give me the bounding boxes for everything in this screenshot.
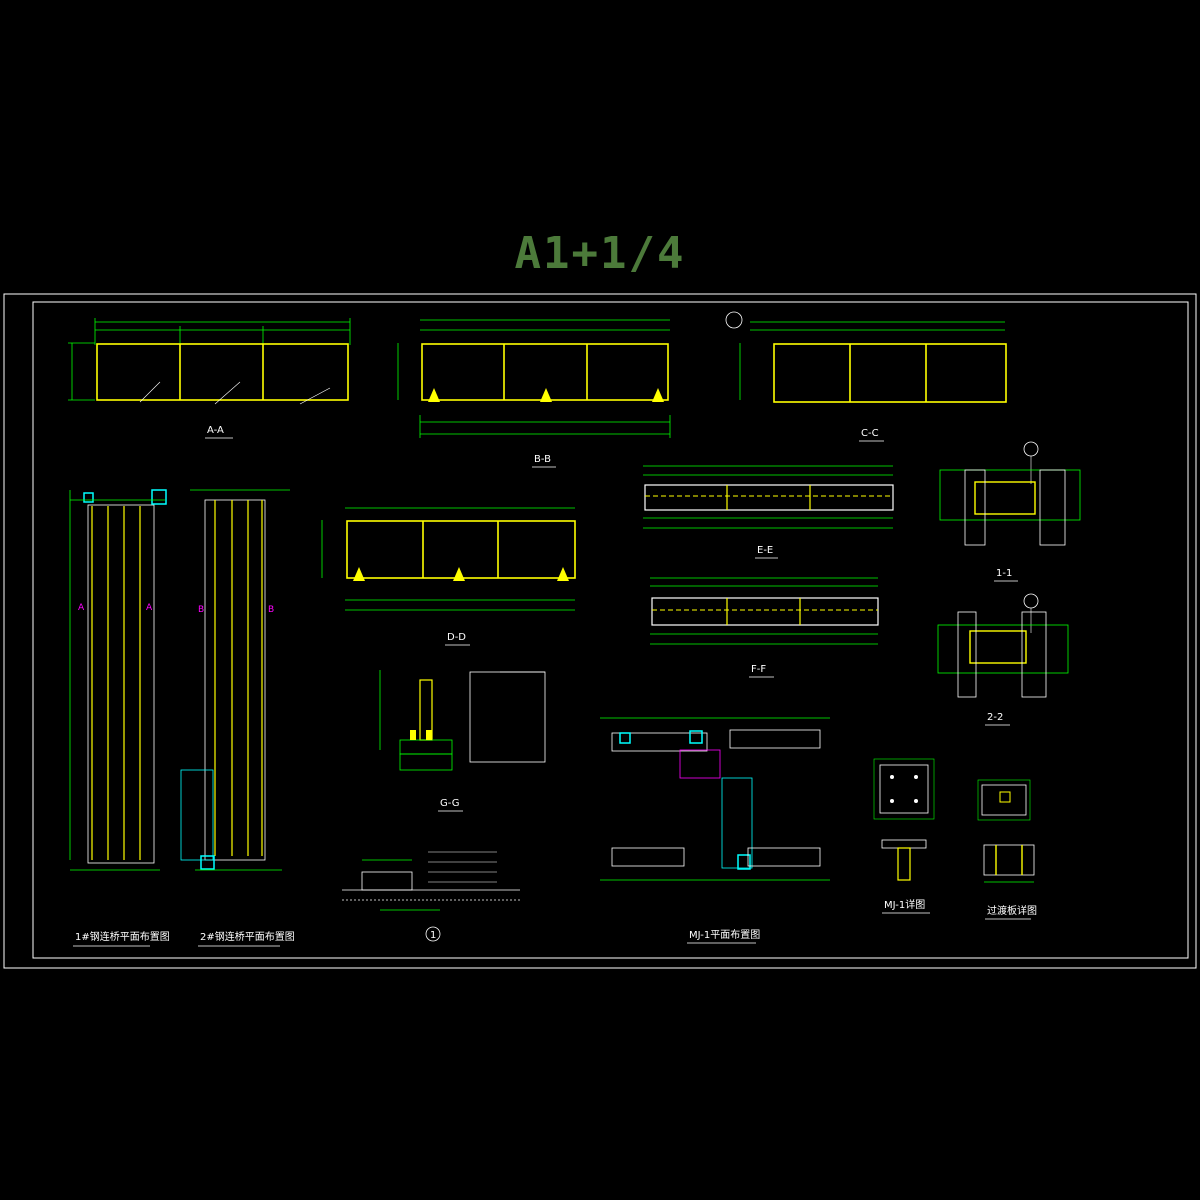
inner-border <box>32 301 1189 959</box>
view-ee-label: E-E <box>757 545 773 556</box>
view-dd-label: D-D <box>447 632 466 643</box>
plan-2: B B 2#钢连桥平面布置图 <box>180 489 295 947</box>
outer-border <box>3 293 1197 969</box>
view-ff: F-F <box>650 577 879 678</box>
mj1-detail: MJ-1详图 <box>873 758 935 914</box>
plan-1: A A 1#钢连桥平面布置图 <box>69 489 170 947</box>
detail-1-marker: 1 <box>430 930 436 941</box>
view-gg: G-G <box>379 670 546 812</box>
section-11: 1-1 <box>939 441 1081 582</box>
view-cc-label: C-C <box>861 428 879 439</box>
view-ee: E-E <box>643 465 894 559</box>
plan-2-label: 2#钢连桥平面布置图 <box>200 930 295 943</box>
view-cc: C-C <box>725 311 1007 442</box>
svg-text:A: A <box>146 603 153 613</box>
section-11-label: 1-1 <box>996 568 1012 579</box>
svg-text:B: B <box>198 605 204 615</box>
view-bb-label: B-B <box>534 454 551 465</box>
view-dd: D-D <box>321 507 576 646</box>
mj1-plan-label: MJ-1平面布置图 <box>689 929 760 941</box>
transition-detail-label: 过渡板详图 <box>987 904 1037 917</box>
mj1-detail-label: MJ-1详图 <box>884 898 925 911</box>
detail-1: 1 <box>342 851 520 942</box>
view-aa: A-A <box>68 318 351 439</box>
view-aa-label: A-A <box>207 425 224 436</box>
view-ff-label: F-F <box>751 664 766 675</box>
transition-detail: 过渡板详图 <box>977 779 1037 920</box>
svg-text:A: A <box>78 603 85 613</box>
sheet-title: A1+1/4 <box>514 228 686 279</box>
section-22-label: 2-2 <box>987 712 1003 723</box>
plan-1-label: 1#钢连桥平面布置图 <box>75 930 170 943</box>
view-bb: B-B <box>397 319 671 468</box>
section-22: 2-2 <box>937 593 1069 726</box>
view-gg-label: G-G <box>440 798 459 809</box>
mj1-plan: MJ-1平面布置图 <box>600 717 830 944</box>
svg-text:B: B <box>268 605 274 615</box>
